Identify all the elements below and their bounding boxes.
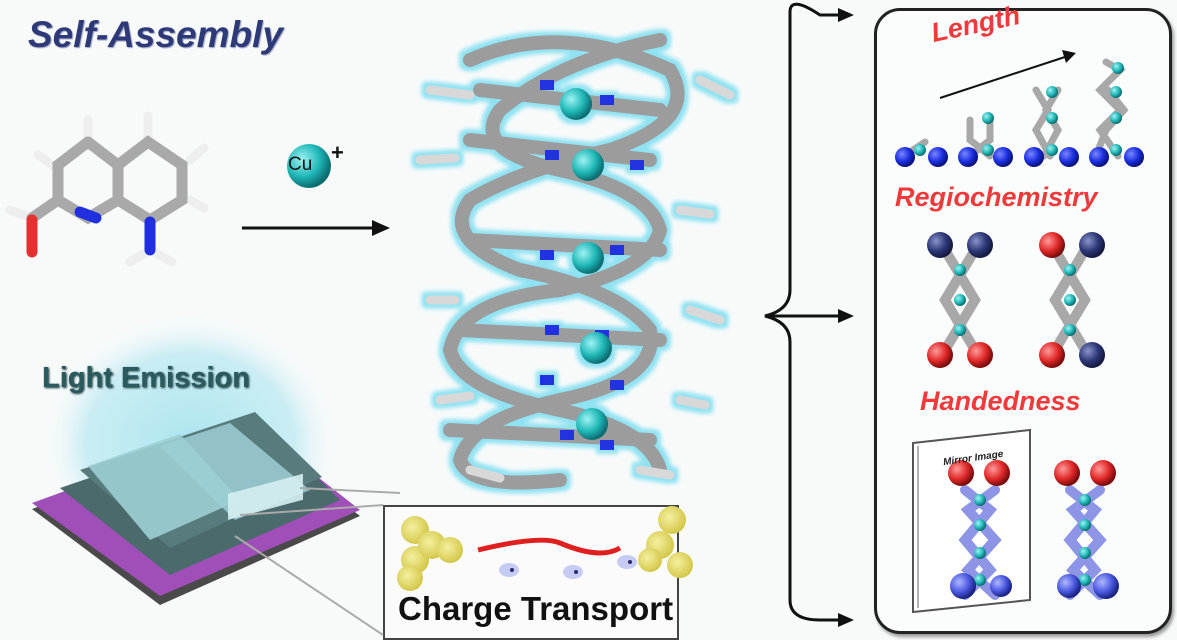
regiochemistry-label: Regiochemistry (895, 182, 1098, 212)
figure-title: Self-Assembly (28, 14, 283, 55)
outcomes-bracket (764, 2, 845, 622)
reaction-arrow (242, 220, 390, 236)
regiochemistry-structures (927, 232, 1105, 368)
length-series-structures (895, 58, 1144, 167)
charge-transport-label: Charge Transport (398, 590, 674, 627)
light-emission-label: Light Emission (42, 362, 250, 394)
length-arrow (939, 50, 1076, 99)
bracket-arrowheads (838, 8, 854, 627)
double-helix-structure (415, 33, 735, 490)
copper-ion-icon (287, 144, 331, 188)
copper-symbol: Cu (288, 154, 313, 175)
ligand-molecule (5, 111, 209, 267)
zoom-callout-lines (234, 487, 401, 636)
oled-device (32, 412, 360, 605)
handedness-structures (948, 460, 1119, 600)
charge-transport-box (383, 505, 679, 640)
handedness-label: Handedness (920, 386, 1081, 416)
copper-charge: + (331, 140, 344, 165)
charge-transport-molecule (397, 506, 693, 591)
